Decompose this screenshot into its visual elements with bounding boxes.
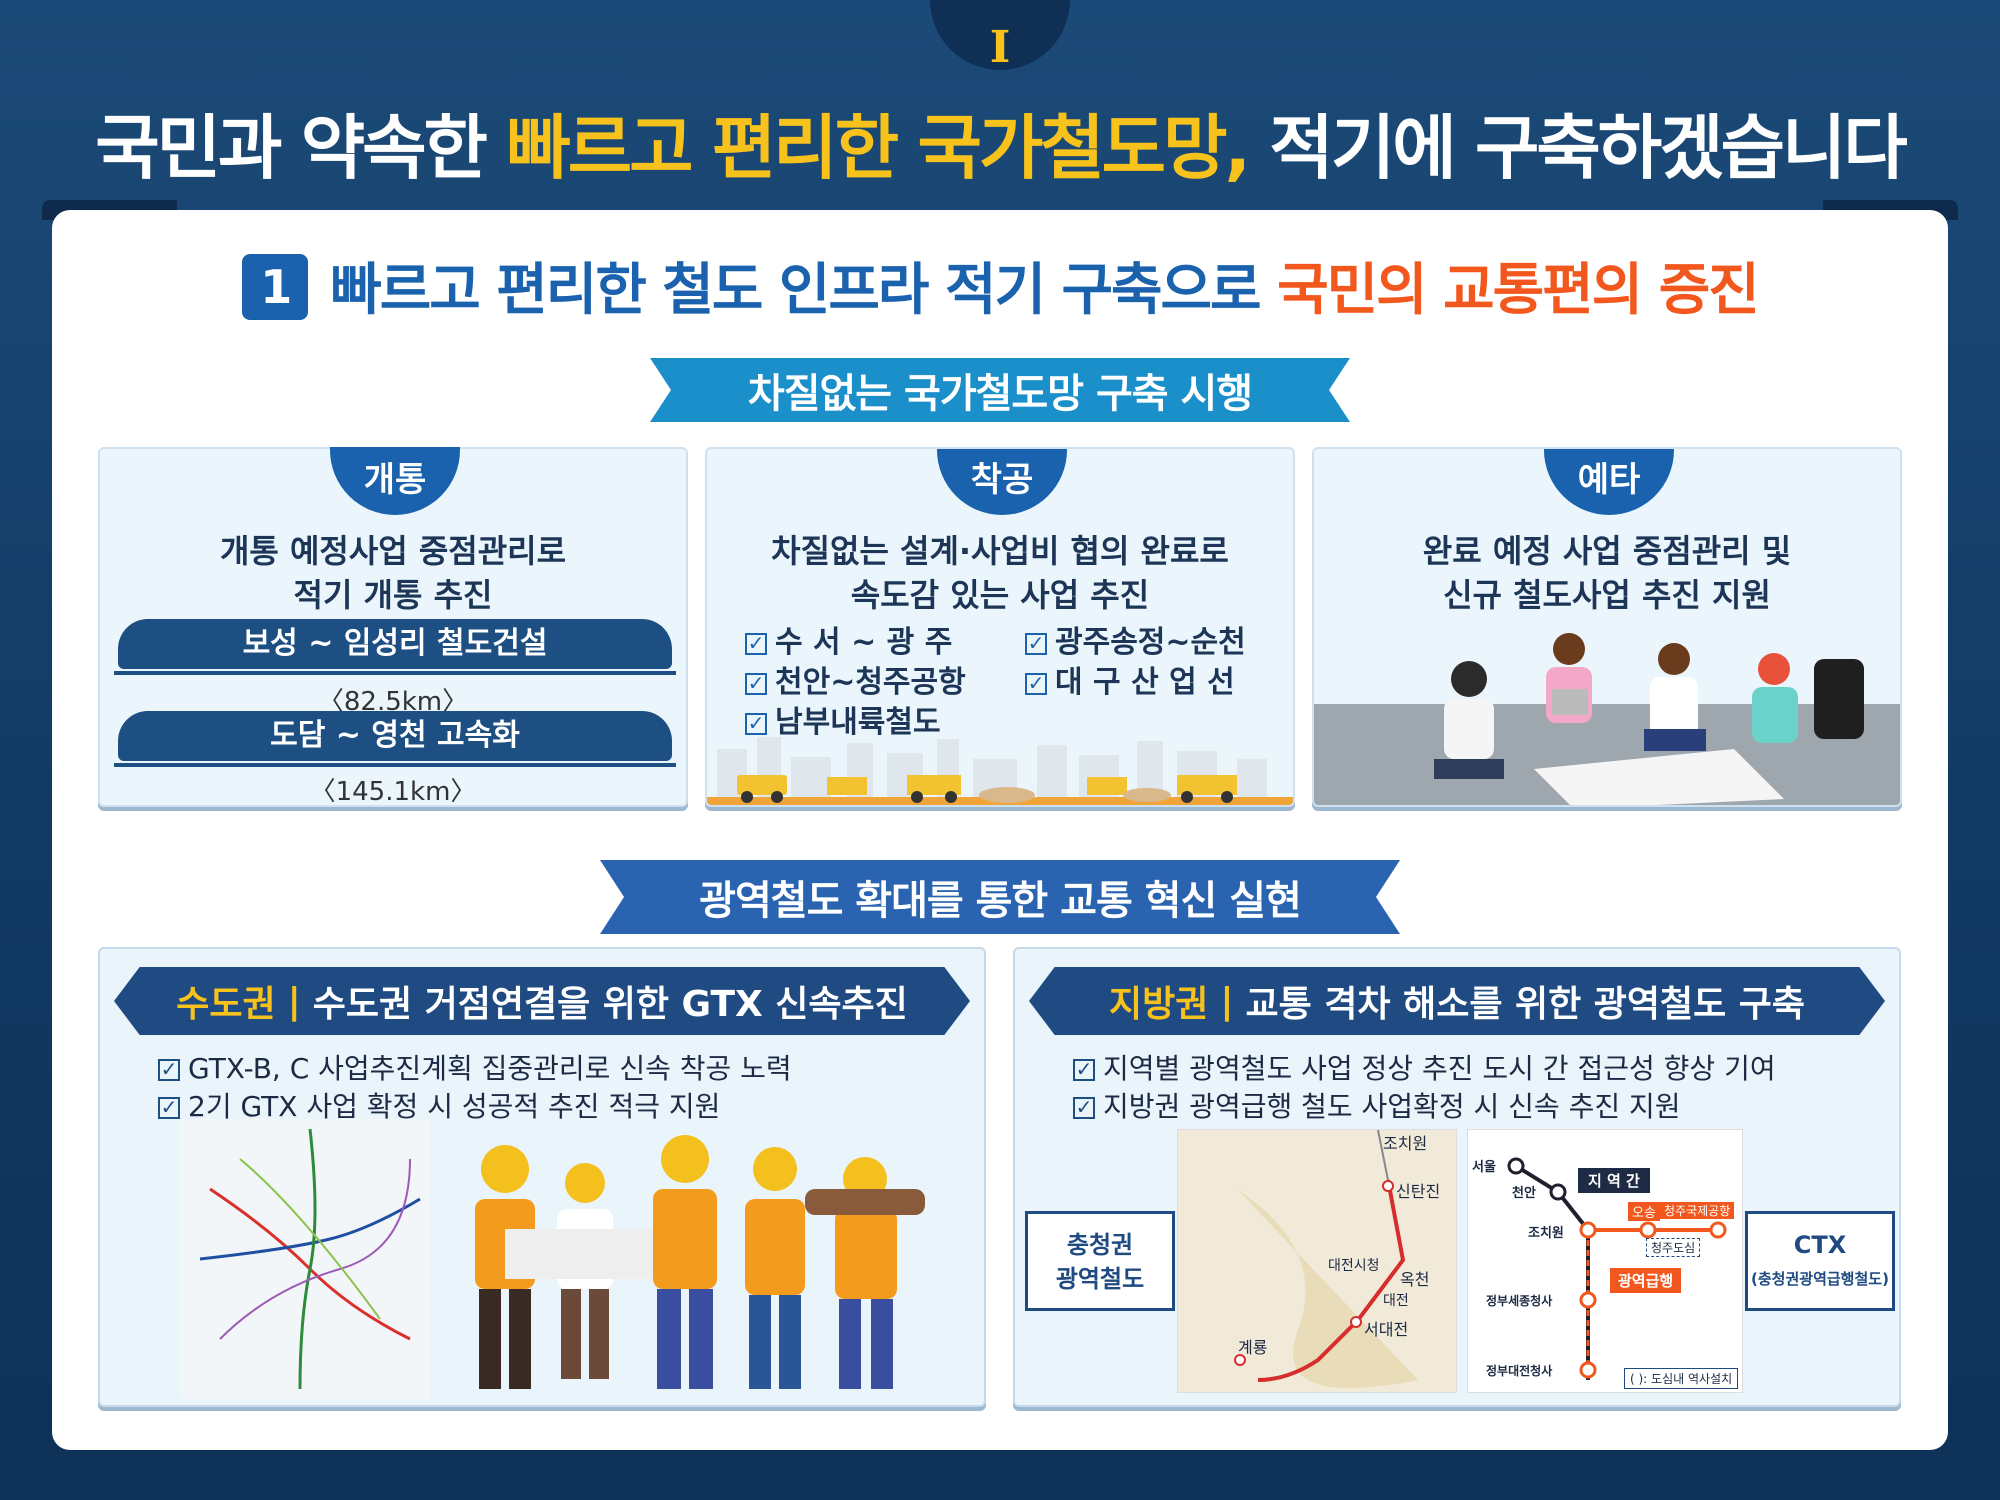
label-ctx: CTX(충청권광역급행철도) [1745, 1211, 1895, 1311]
capital-banner: 수도권|수도권 거점연결을 위한 GTX 신속추진 [114, 967, 970, 1035]
station-label: 대전시청 [1328, 1258, 1380, 1274]
check-icon: ✓ [745, 633, 767, 655]
card-tag-preliminary: 예타 [1544, 449, 1674, 515]
distance-label: 〈145.1km〉 [309, 777, 477, 807]
express-label: 광역급행 [1610, 1268, 1682, 1293]
bullet-item: ✓2기 GTX 사업 확정 시 성공적 추진 적극 지원 [158, 1085, 720, 1125]
checklist-item: ✓대 구 산 업 선 [1025, 657, 1235, 701]
station-label: 정부세종청사 [1486, 1294, 1553, 1308]
check-icon: ✓ [1025, 673, 1047, 695]
station-label: 옥천 [1400, 1270, 1430, 1289]
station-label: 청주도심 [1646, 1238, 1701, 1257]
station-label: 서울 [1472, 1160, 1496, 1175]
section-number: 1 [242, 254, 309, 320]
intercity-label: 지 역 간 [1578, 1168, 1650, 1193]
bullet-item: ✓지역별 광역철도 사업 정상 추진 도시 간 접근성 향상 기여 [1073, 1047, 1776, 1087]
check-icon: ✓ [158, 1097, 180, 1119]
map-legend: ( ): 도심내 역사설치 [1624, 1368, 1739, 1389]
chungcheong-metro-map: 조치원 신탄진 대전시청 옥천 대전 서대전 계룡 [1177, 1129, 1457, 1393]
card-tag-opening: 개통 [330, 447, 460, 515]
regional-banner: 지방권|교통 격차 해소를 위한 광역철도 구축 [1029, 967, 1885, 1035]
station-label: 천안 [1512, 1186, 1536, 1201]
bullet-item: ✓GTX-B, C 사업추진계획 집중관리로 신속 착공 노력 [158, 1047, 792, 1087]
workers-illustration [475, 1135, 925, 1389]
card-capital-region: 수도권|수도권 거점연결을 위한 GTX 신속추진 ✓GTX-B, C 사업추진… [98, 947, 986, 1407]
station-label: 대전 [1383, 1293, 1409, 1309]
ribbon-national-rail: 차질없는 국가철도망 구축 시행 [650, 358, 1350, 422]
station-label: 서대전 [1364, 1320, 1409, 1339]
station-label: 청주국제공항 [1660, 1202, 1735, 1219]
train-label-boseong: 보성 ~ 임성리 철도건설 [114, 619, 676, 675]
checklist-item: ✓수 서 ~ 광 주 [745, 617, 952, 661]
metro-route-graphic [1234, 1130, 1418, 1389]
check-icon: ✓ [745, 713, 767, 735]
construction-illustration [707, 737, 1293, 805]
station-label: 정부대전청사 [1486, 1364, 1553, 1378]
checklist-item: ✓광주송정~순천 [1025, 617, 1246, 661]
ctx-route-map: 서울 천안 조치원 정부세종청사 정부대전청사 오송 청주국제공항 청주도심 지… [1467, 1129, 1743, 1393]
card-regional: 지방권|교통 격차 해소를 위한 광역철도 구축 ✓지역별 광역철도 사업 정상… [1013, 947, 1901, 1407]
ribbon-metro-rail: 광역철도 확대를 통한 교통 혁신 실현 [600, 860, 1400, 934]
chapter-badge: I [930, 0, 1070, 73]
bullet-item: ✓지방권 광역급행 철도 사업확정 시 신속 추진 지원 [1073, 1085, 1681, 1125]
checklist-item: ✓천안~청주공항 [745, 657, 966, 701]
page-title: 국민과 약속한 빠르고 편리한 국가철도망, 적기에 구축하겠습니다 [95, 107, 1908, 189]
station-label: 계룡 [1238, 1338, 1268, 1357]
check-icon: ✓ [745, 673, 767, 695]
check-icon: ✓ [158, 1059, 180, 1081]
station-label: 오송 [1628, 1202, 1660, 1221]
ctx-route-graphic [1507, 1157, 1727, 1380]
station-label: 조치원 [1383, 1134, 1428, 1153]
check-icon: ✓ [1073, 1059, 1095, 1081]
checklist-item: ✓남부내륙철도 [745, 697, 941, 741]
card-tag-construction: 착공 [937, 449, 1067, 515]
check-icon: ✓ [1025, 633, 1047, 655]
gtx-network-map [180, 1119, 430, 1399]
station-label: 조치원 [1528, 1226, 1564, 1241]
station-label: 신탄진 [1396, 1182, 1441, 1201]
check-icon: ✓ [1073, 1097, 1095, 1119]
team-meeting-illustration [1314, 633, 1900, 805]
train-label-dodam: 도담 ~ 영천 고속화 [114, 711, 676, 767]
